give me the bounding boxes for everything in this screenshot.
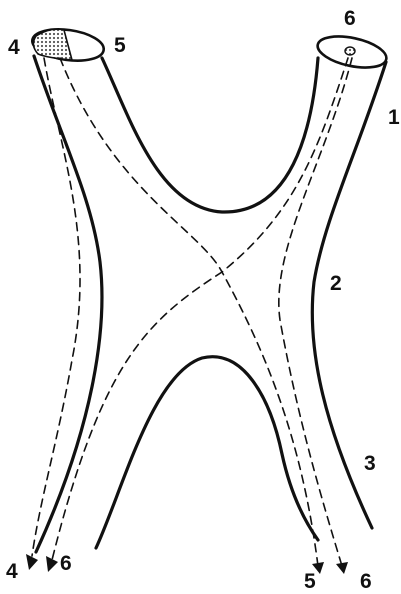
left-outer-wall (34, 56, 102, 552)
label-top-left-4: 4 (8, 36, 20, 59)
top-right-opening (315, 31, 389, 73)
label-top-right-6: 6 (344, 7, 356, 30)
label-bottom-5: 5 (304, 570, 316, 593)
label-region-2: 2 (330, 272, 342, 295)
dashed-path-6b (279, 58, 352, 566)
label-top-left-5: 5 (114, 34, 126, 57)
arrow-down-6-right (336, 562, 348, 574)
top-left-opening (30, 25, 105, 65)
label-bottom-4: 4 (6, 560, 18, 583)
upper-inner-wall (102, 58, 318, 212)
label-bottom-6-right: 6 (360, 570, 372, 593)
label-region-1: 1 (388, 106, 400, 129)
label-bottom-6-left: 6 (60, 552, 72, 575)
lower-inner-wall (96, 357, 318, 548)
label-region-3: 3 (364, 452, 376, 475)
dashed-path-4 (32, 58, 80, 556)
small-marked-region (345, 47, 355, 55)
